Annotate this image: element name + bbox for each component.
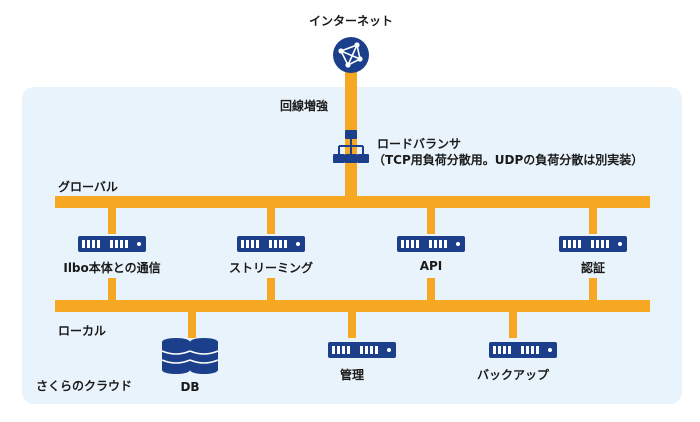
connector-line xyxy=(108,208,116,234)
connector-line xyxy=(427,278,435,302)
cloud-label: さくらのクラウド xyxy=(36,379,133,393)
internet-label: インターネット xyxy=(308,14,394,28)
local-bus xyxy=(55,300,650,312)
connector-line xyxy=(427,208,435,234)
server-icon xyxy=(559,236,627,252)
connector-line xyxy=(267,208,275,234)
connector-line xyxy=(267,278,275,302)
uplink-label: 回線増強 xyxy=(279,99,329,113)
server-icon xyxy=(328,342,396,358)
load-balancer-title: ロードバランサ xyxy=(377,137,462,151)
server-icon xyxy=(489,342,557,358)
connector-line xyxy=(188,312,196,338)
node-label: 管理 xyxy=(339,368,365,382)
server-icon xyxy=(78,236,146,252)
connector-line xyxy=(589,278,597,302)
connector-line xyxy=(509,312,517,338)
server-label: Ilbo本体との通信 xyxy=(63,261,161,275)
node-label-db: DB xyxy=(180,380,200,394)
local-label: ローカル xyxy=(58,324,107,338)
global-bus xyxy=(55,196,650,208)
global-label: グローバル xyxy=(58,180,118,194)
connector-line xyxy=(589,208,597,234)
server-label: 認証 xyxy=(580,261,606,275)
connector-line xyxy=(348,312,356,338)
server-label: API xyxy=(419,259,443,273)
connector-line xyxy=(108,278,116,302)
load-balancer-icon xyxy=(333,130,369,163)
node-label: バックアップ xyxy=(476,368,550,382)
globe-icon xyxy=(333,37,369,73)
server-icon xyxy=(397,236,465,252)
server-icon xyxy=(237,236,305,252)
load-balancer-note: （TCP用負荷分散用。UDPの負荷分散は別実装） xyxy=(373,153,644,167)
server-label: ストリーミング xyxy=(228,261,314,275)
database-icon xyxy=(161,338,219,374)
